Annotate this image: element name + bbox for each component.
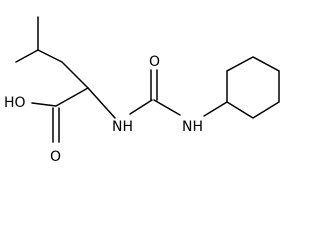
bond-nh-to-urea-carbon bbox=[129, 99, 153, 115]
bond-alpha-to-nh bbox=[87, 87, 116, 119]
urea-oxygen-label: O bbox=[149, 54, 160, 70]
bond-ch2-to-alpha bbox=[61, 61, 89, 89]
bond-methyl-left bbox=[15, 49, 39, 63]
amine-left-label: NH bbox=[112, 119, 133, 135]
cyclohexane-ring bbox=[226, 56, 280, 119]
bond-carboxyl-to-hydroxyl bbox=[31, 102, 57, 107]
acid-oxygen-label: O bbox=[50, 149, 61, 165]
chemical-structure: HO O NH O NH bbox=[4, 16, 280, 165]
hydroxyl-label: HO bbox=[4, 95, 26, 111]
bond-alpha-to-carboxyl bbox=[55, 87, 89, 107]
bond-urea-carbon-to-nh bbox=[153, 99, 181, 116]
amine-right-label: NH bbox=[182, 119, 203, 135]
bond-nh-to-ring bbox=[203, 101, 228, 117]
bond-ch-to-ch2 bbox=[37, 49, 63, 63]
